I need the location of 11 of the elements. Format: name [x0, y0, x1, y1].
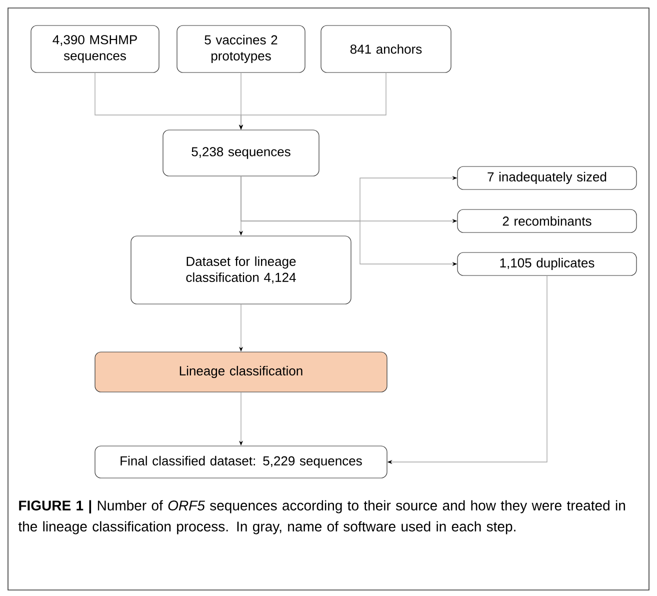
box: Dataset for lineage classification 4,124	[130, 236, 352, 304]
box: 1,105 duplicates	[457, 252, 637, 276]
box: 2 recombinants	[457, 209, 637, 233]
caption: FIGURE 1 | Number of ORF5 sequences according to their source and how they were treated in the lineage classification process. In gray, name of software used in each step.	[18, 500, 625, 534]
box: 5 vaccines 2 prototypes	[176, 25, 306, 73]
process-box: Lineage classification	[94, 352, 388, 392]
box: 5,238 sequences	[162, 130, 320, 176]
box: 7 inadequately sized	[457, 166, 637, 190]
box: 4,390 MSHMP sequences	[30, 25, 160, 73]
box: Final classified dataset: 5,229 sequences	[94, 446, 388, 478]
box: 841 anchors	[320, 25, 452, 73]
